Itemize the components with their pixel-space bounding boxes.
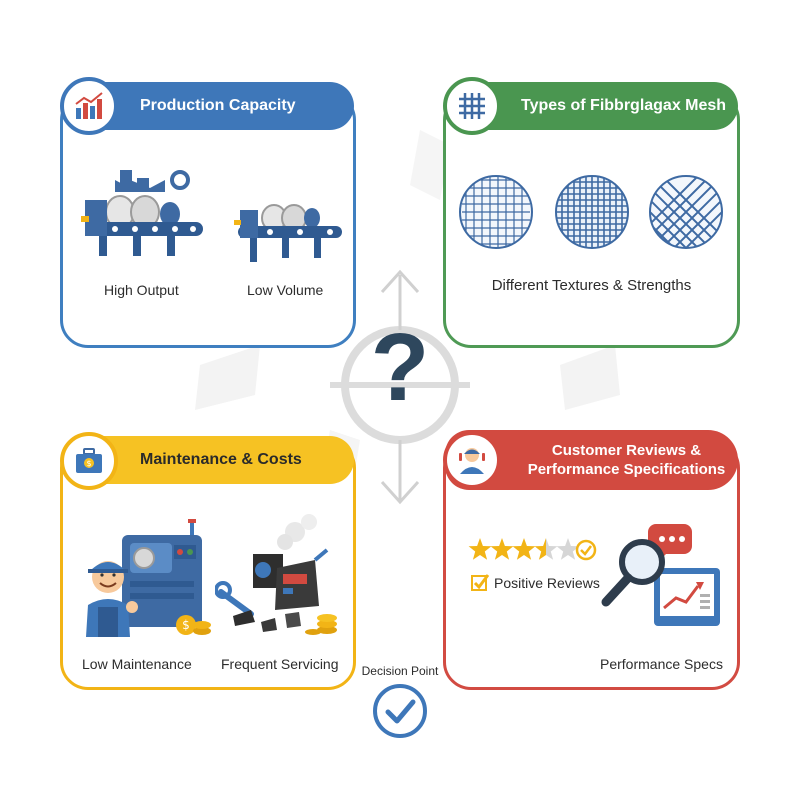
rating-star-icon <box>534 538 558 560</box>
frequent-servicing-broken-machine-icon <box>215 514 337 635</box>
rating-check-icon <box>575 539 597 561</box>
rating-star-icon <box>468 538 492 560</box>
performance-specs-label: Performance Specs <box>600 656 723 672</box>
production-capacity-title: Production Capacity <box>140 97 296 114</box>
bar-chart-icon <box>60 77 118 135</box>
customer-icon <box>443 431 501 489</box>
low-volume-label: Low Volume <box>247 282 324 298</box>
high-output-label: High Output <box>104 282 179 298</box>
mesh-types-title: Types of Fibbrglagax Mesh <box>521 97 727 114</box>
high-output-machine-icon <box>81 170 203 256</box>
toolbox-icon: $ <box>60 432 118 490</box>
frequent-servicing-label: Frequent Servicing <box>221 656 339 672</box>
rating-star-icon <box>556 538 580 560</box>
mesh-grid-icon <box>443 77 501 135</box>
low-maintenance-technician-icon: $ <box>86 519 211 637</box>
positive-reviews-checkbox-icon <box>471 574 490 591</box>
mesh-sample-diagonal-icon <box>649 175 723 249</box>
customer-reviews-title-line2: Performance Specifications <box>527 461 726 478</box>
low-volume-machine-icon <box>234 204 342 262</box>
rating-star-icon <box>490 538 514 560</box>
check-circle-icon <box>373 684 427 738</box>
question-mark-icon: ? <box>370 314 430 421</box>
mesh-samples <box>459 175 723 249</box>
star-rating <box>468 538 597 561</box>
low-maintenance-label: Low Maintenance <box>82 656 192 672</box>
mesh-sample-fine-icon <box>459 175 533 249</box>
performance-specs-illustration <box>601 524 720 626</box>
monitor-chart-icon <box>654 568 720 626</box>
customer-reviews-title-line1: Customer Reviews & <box>551 442 702 459</box>
rating-star-icon <box>512 538 536 560</box>
positive-reviews-label: Positive Reviews <box>494 575 600 591</box>
mesh-caption: Different Textures & Strengths <box>491 277 692 294</box>
svg-text:$: $ <box>182 618 190 632</box>
svg-text:$: $ <box>86 459 91 468</box>
mesh-sample-woven-icon <box>555 175 629 249</box>
maintenance-title: Maintenance & Costs <box>140 451 302 468</box>
decision-point-label: Decision Point <box>361 664 439 678</box>
magnifier-icon <box>601 539 665 607</box>
